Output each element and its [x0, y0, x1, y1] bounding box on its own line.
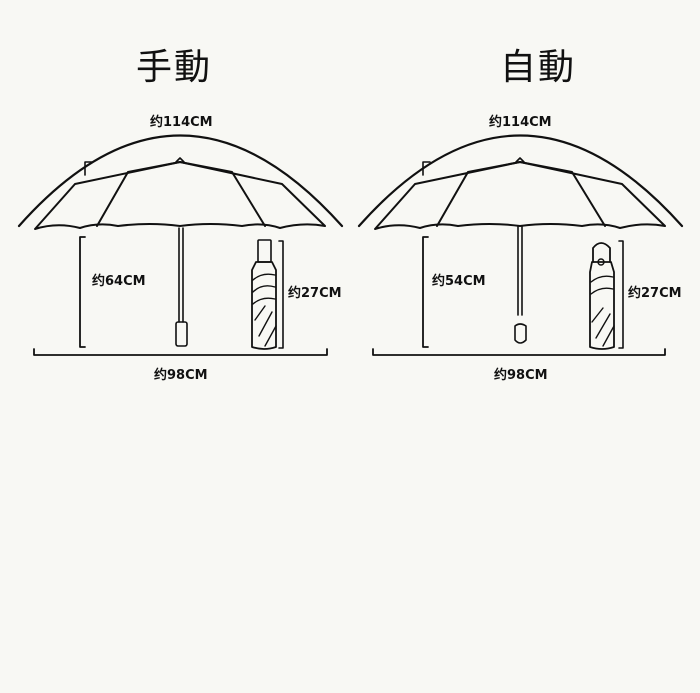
- folded-label-automatic: 约27CM: [626, 282, 684, 301]
- corner-mark-left: [84, 161, 93, 176]
- handle-left: [175, 321, 188, 347]
- canopy-rib-left-2: [179, 161, 266, 227]
- title-automatic: 自動: [500, 47, 577, 88]
- folded-body-right: [589, 261, 615, 350]
- folded-strap-left: [257, 239, 272, 263]
- span-arc-left: [17, 134, 344, 228]
- handle-right: [514, 323, 527, 344]
- height-label-automatic: 约54CM: [430, 270, 488, 289]
- title-manual: 手動: [136, 47, 213, 88]
- manual-umbrella-panel: [17, 134, 344, 356]
- canopy-right: [374, 161, 666, 230]
- automatic-umbrella-panel: [357, 134, 684, 356]
- width-dimension-left: [33, 348, 328, 356]
- folded-body-left: [251, 261, 277, 350]
- folded-label-manual: 约27CM: [286, 282, 344, 301]
- span-label-automatic: 约114CM: [487, 111, 554, 130]
- folded-handle-right: [592, 242, 611, 263]
- span-arc-right: [357, 134, 684, 228]
- canopy-rib-left-1: [96, 161, 181, 227]
- folded-bracket-right: [618, 240, 624, 349]
- width-dimension-right: [372, 348, 666, 356]
- canopy-tip-left: [175, 157, 185, 163]
- width-label-manual: 约98CM: [152, 364, 210, 383]
- height-label-manual: 约64CM: [90, 270, 148, 289]
- span-label-manual: 约114CM: [148, 111, 215, 130]
- width-label-automatic: 约98CM: [492, 364, 550, 383]
- height-bracket-left: [79, 236, 86, 348]
- folded-bracket-left: [278, 240, 284, 349]
- canopy-left: [34, 161, 326, 230]
- height-bracket-right: [422, 236, 429, 348]
